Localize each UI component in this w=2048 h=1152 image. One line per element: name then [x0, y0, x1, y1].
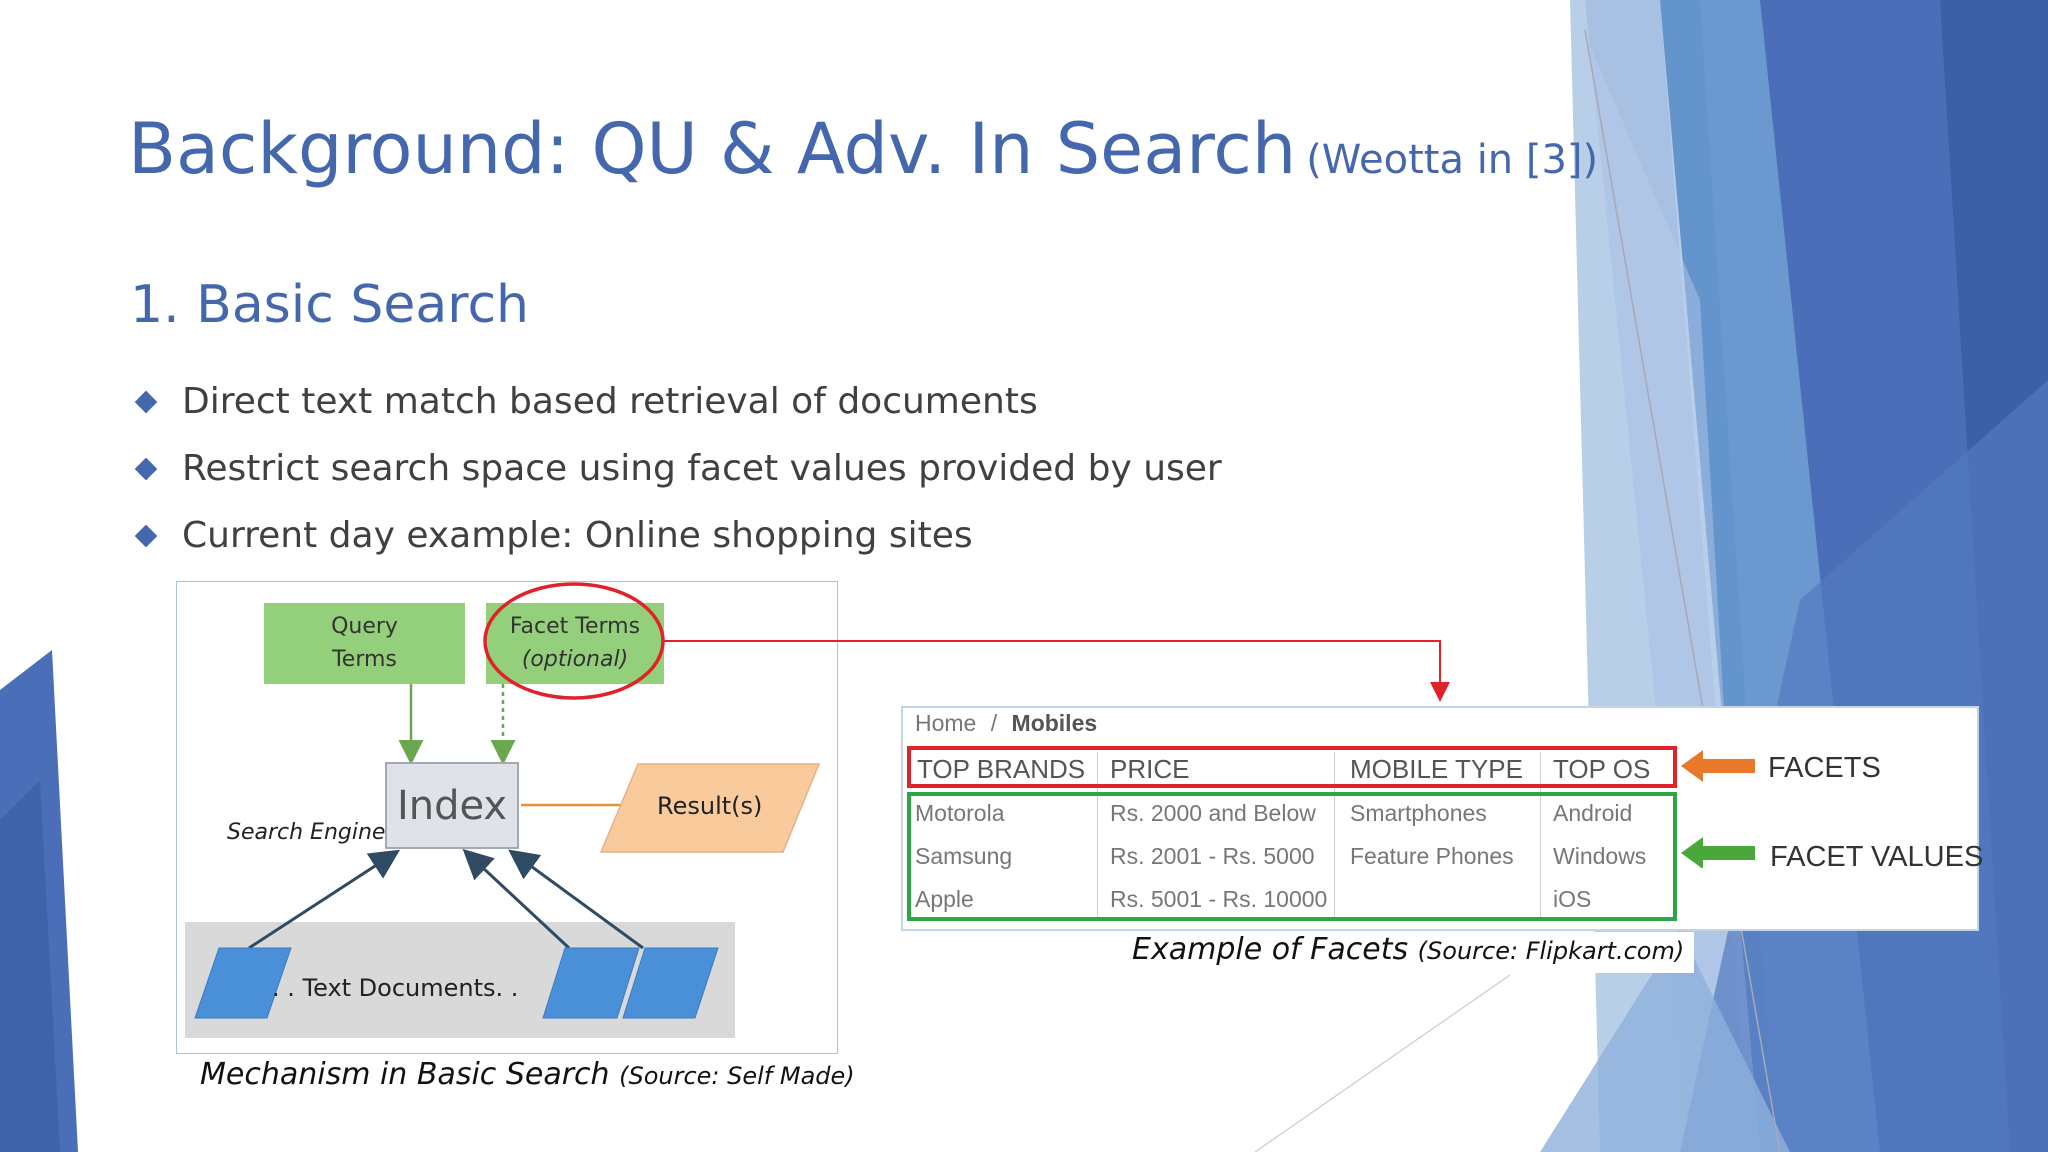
facets-example-panel: Home / Mobiles TOP BRANDS PRICE MOBILE T… [901, 706, 1983, 931]
bullet-item: Direct text match based retrieval of doc… [132, 368, 1222, 435]
section-heading: 1. Basic Search [130, 275, 529, 335]
mechanism-caption-text: Mechanism in Basic Search [200, 1057, 610, 1092]
breadcrumb-separator: / [990, 710, 998, 736]
bullet-text: Current day example: Online shopping sit… [182, 515, 973, 556]
facets-header-highlight [907, 746, 1677, 788]
facet-header: MOBILE TYPE [1350, 754, 1523, 784]
bullet-item: Restrict search space using facet values… [132, 435, 1222, 502]
slide-title: Background: QU & Adv. In Search(Weotta i… [128, 108, 1598, 190]
query-terms-box: Query Terms [264, 603, 465, 684]
doc-to-index-arrow [462, 848, 571, 950]
facet-values-arrow-icon [1681, 837, 1755, 868]
column-divider [1540, 752, 1541, 918]
facet-pointer-arrows [1681, 750, 1755, 868]
column-divider [1334, 752, 1335, 918]
result-shape [599, 763, 821, 853]
facet-header: TOP OS [1553, 754, 1651, 784]
facet-value: Samsung [915, 843, 1013, 869]
facet-value: Apple [915, 886, 974, 912]
facets-caption-source: (Source: Flipkart.com) [1417, 937, 1685, 965]
diagram-connectors [194, 684, 821, 1019]
column-divider [1097, 752, 1098, 918]
result-label: Result(s) [657, 792, 763, 820]
breadcrumb-current: Mobiles [1011, 710, 1098, 736]
doc-to-index-arrow [508, 849, 644, 950]
query-terms-line: Terms [332, 647, 397, 672]
bullet-text: Restrict search space using facet values… [182, 448, 1222, 489]
search-engine-label: Search Engine [227, 820, 386, 845]
bullet-text: Direct text match based retrieval of doc… [182, 381, 1038, 422]
facets-arrow-icon [1681, 750, 1755, 782]
facet-value: Rs. 2000 and Below [1110, 800, 1316, 826]
document-shape [542, 947, 640, 1019]
document-shape [622, 947, 719, 1019]
facet-value: Rs. 5001 - Rs. 10000 [1110, 886, 1328, 912]
facet-values-highlight [907, 792, 1677, 921]
query-terms-line: Query [331, 614, 398, 639]
index-box: Index [385, 762, 519, 849]
facet-value: Windows [1553, 843, 1647, 869]
text-documents-label: . . Text Documents. . [272, 974, 519, 1002]
slide-title-source: (Weotta in [3]) [1306, 137, 1599, 183]
mechanism-caption-source: (Source: Self Made) [619, 1062, 855, 1090]
facet-value: Feature Phones [1350, 843, 1514, 869]
facet-value: Motorola [915, 800, 1005, 826]
facet-value: Android [1553, 800, 1633, 826]
facet-values-label: FACET VALUES [1770, 841, 1984, 873]
breadcrumb: Home / Mobiles [915, 710, 1097, 737]
breadcrumb-home: Home [915, 710, 977, 736]
bullet-item: Current day example: Online shopping sit… [132, 502, 1222, 569]
facets-caption-text: Example of Facets [1132, 932, 1409, 967]
facets-label: FACETS [1768, 752, 1881, 784]
facet-header: PRICE [1110, 754, 1190, 784]
facet-value: iOS [1553, 886, 1592, 912]
facets-caption: Example of Facets (Source: Flipkart.com) [1126, 932, 1695, 973]
document-shape [194, 947, 292, 1019]
mechanism-caption: Mechanism in Basic Search (Source: Self … [200, 1057, 855, 1092]
bullet-list: Direct text match based retrieval of doc… [132, 368, 1222, 569]
slide-title-main: Background: QU & Adv. In Search [128, 108, 1297, 190]
doc-to-index-arrow [248, 849, 401, 950]
facet-value: Smartphones [1350, 800, 1487, 826]
facet-header: TOP BRANDS [917, 754, 1086, 784]
facet-value: Rs. 2001 - Rs. 5000 [1110, 843, 1315, 869]
